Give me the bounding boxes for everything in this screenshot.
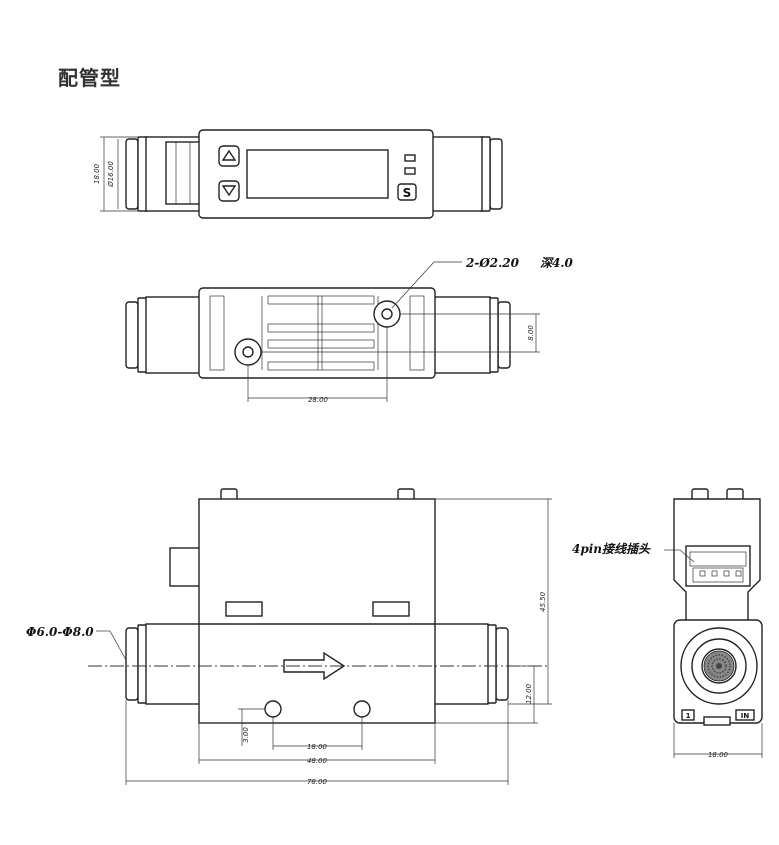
dim-front-height: 18.00	[93, 163, 101, 184]
down-triangle-icon	[221, 185, 237, 197]
end-view-mesh	[703, 650, 735, 682]
set-button	[397, 183, 417, 201]
up-button	[218, 145, 240, 167]
callout-holes: 2-Ø2.20	[465, 256, 520, 270]
page-title: 配管型	[58, 66, 121, 90]
dim-end-width: 18.00	[708, 751, 729, 759]
dim-total-length: 78.00	[307, 778, 328, 786]
dim-height-total: 45.50	[539, 591, 547, 612]
in-label: IN	[741, 712, 750, 720]
callout-depth: 深4.0	[540, 256, 574, 270]
end-view: 1 IN 4pin接线插头 18.00	[572, 488, 763, 759]
front-view: S 18.00 Ø16.00	[93, 129, 503, 219]
callout-tube: Φ6.0-Φ8.0	[26, 625, 94, 639]
side-view: Φ6.0-Φ8.0 45.50 12.00 3.00 18.00 48.00 7…	[26, 488, 552, 786]
dim-body-length: 48.00	[307, 757, 328, 765]
up-triangle-icon	[221, 149, 237, 161]
dim-hole-offset: 3.00	[242, 727, 250, 743]
pin1-label: 1	[686, 712, 691, 720]
dim-center-height: 12.00	[525, 683, 533, 704]
down-button	[218, 180, 240, 202]
dim-hole-pitch-v: 8.00	[527, 325, 535, 341]
dim-hole-pitch-h: 28.00	[308, 396, 329, 404]
dim-front-fitting: Ø16.00	[107, 161, 115, 188]
set-button-label: S	[403, 186, 412, 200]
dim-hole-pitch: 18.00	[307, 743, 328, 751]
connector-callout: 4pin接线插头	[572, 542, 651, 556]
rear-view: 2-Ø2.20 深4.0 28.00 8.00	[125, 256, 574, 404]
